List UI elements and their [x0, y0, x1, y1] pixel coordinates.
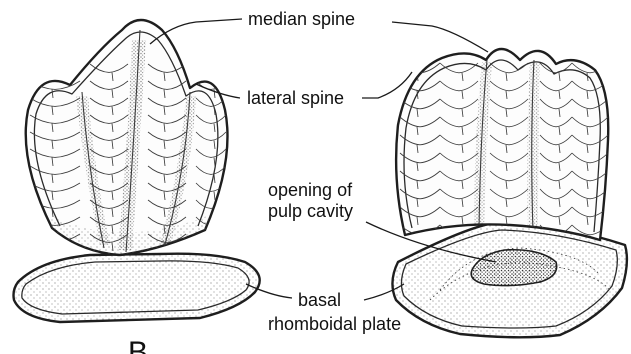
- label-opening-of: opening of: [268, 180, 353, 200]
- label-pulp-cavity: pulp cavity: [268, 201, 353, 221]
- left-scale: [14, 20, 260, 322]
- label-lateral-spine: lateral spine: [247, 88, 344, 108]
- leader-lateral-right: [362, 72, 412, 98]
- label-basal: basal: [298, 290, 341, 310]
- label-rhomboidal-plate: rhomboidal plate: [268, 314, 401, 334]
- right-scale: [392, 49, 626, 337]
- leader-median-right: [392, 22, 488, 52]
- panel-letter: B: [128, 336, 148, 354]
- label-median-spine: median spine: [248, 9, 355, 29]
